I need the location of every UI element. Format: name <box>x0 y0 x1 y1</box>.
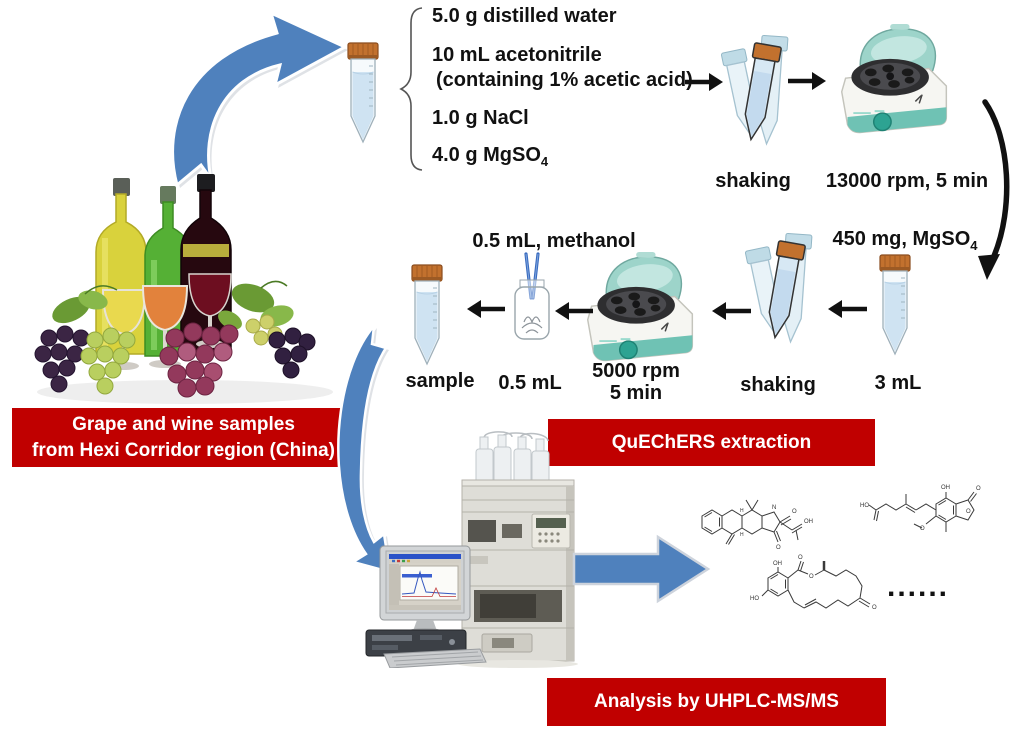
grape-leaves-icon <box>52 280 294 330</box>
shaking2-label: shaking <box>740 374 816 396</box>
red-grape-cluster-icon <box>159 322 239 398</box>
hplc-stack <box>458 479 578 668</box>
sample-tube-icon <box>411 264 443 366</box>
centrifuge2-label: 5000 rpm 5 min <box>580 360 692 404</box>
shaking-tubes-1-icon <box>720 34 789 146</box>
centrifuge-1-icon <box>840 23 948 134</box>
reagent-water: 5.0 g distilled water <box>432 5 617 27</box>
green-grape-cluster-icon <box>80 327 136 395</box>
chem-ho-label: HO <box>750 596 759 602</box>
arrow-right-to-centrifuge1-icon <box>788 72 826 90</box>
samples-banner-line2: from Hexi Corridor region (China) <box>32 439 335 461</box>
curved-arrow-down-icon <box>978 99 1010 280</box>
analysis-banner: Analysis by UHPLC-MS/MS <box>547 678 886 726</box>
methanol-label: 0.5 mL, methanol <box>472 230 636 252</box>
chem-o-label: O <box>920 526 925 532</box>
chem-o-label: O <box>976 486 981 492</box>
block-arrow-to-structures-icon <box>572 534 711 604</box>
mycotoxin-structures-icon: N O OH O H H HO OH O O O OH <box>701 485 981 611</box>
uhplc-instrument-icon <box>365 431 578 668</box>
chem-o-label: O <box>792 509 797 515</box>
solvent-bottles-icon <box>475 434 550 485</box>
quechers-banner: QuEChERS extraction <box>548 419 875 466</box>
keyboard-icon <box>383 648 487 668</box>
chem-o-label: O <box>872 605 877 611</box>
chem-ho-label: HO <box>860 503 869 509</box>
reagent-acetonitrile: 10 mL acetonitrile <box>432 44 602 66</box>
sample-label: sample <box>405 370 475 392</box>
samples-banner: Grape and wine samples from Hexi Corrido… <box>12 408 355 467</box>
centrifuge1-label: 13000 rpm, 5 min <box>825 170 989 192</box>
vial-label: 0.5 mL <box>498 372 562 394</box>
curved-arrow-grapes-to-tube-icon <box>171 10 349 188</box>
ellipsis-more-compounds: ...... <box>886 570 949 603</box>
arrow-right-to-shaking1-icon <box>685 73 723 91</box>
extraction-tube-icon <box>347 42 379 144</box>
chem-structure-b: HO OH O O O <box>860 485 981 532</box>
chem-o-label: O <box>776 545 781 551</box>
reagent-mgso4-subscript: 4 <box>540 154 549 169</box>
centrifuge2-time: 5 min <box>609 382 663 404</box>
chem-oh-label: OH <box>804 519 813 525</box>
reagent-mgso4: 4.0 g MgSO4 <box>432 143 548 174</box>
chem-oh-label: OH <box>941 485 950 491</box>
chem-h-label: H <box>740 508 744 514</box>
chem-o-label: O <box>809 574 814 580</box>
samples-banner-line1: Grape and wine samples <box>72 413 295 435</box>
centrifuge-2-icon <box>586 251 694 362</box>
reagent-nacl: 1.0 g NaCl <box>432 107 529 129</box>
chem-structure-a: N O OH O H H <box>701 499 813 551</box>
arrow-left-to-centrifuge2-icon <box>712 302 751 320</box>
computer-monitor-icon <box>379 545 471 636</box>
mgso4-450-label: 450 mg, MgSO4 <box>820 228 990 257</box>
chem-o-label: O <box>798 555 803 561</box>
arrow-left-to-vial-icon <box>555 302 593 320</box>
reagent-mgso4-text: 4.0 g MgSO <box>432 144 541 166</box>
tube-3ml-icon <box>879 254 911 356</box>
chem-structure-c: OH HO O O O <box>750 555 877 611</box>
dark-grape-cluster-icon <box>34 325 90 393</box>
mgso4-450-subscript: 4 <box>970 238 978 253</box>
far-right-dark-grape-cluster-icon <box>268 327 316 379</box>
shaking-tubes-2-icon <box>744 232 813 344</box>
arrow-left-to-shaking2-icon <box>828 300 867 318</box>
reagent-brace-icon <box>399 7 423 171</box>
chem-o-label: O <box>966 509 971 515</box>
arrow-left-to-sample-icon <box>467 300 505 318</box>
desktop-pc-icon <box>365 629 467 657</box>
chem-n-label: N <box>772 505 776 511</box>
reagent-acetonitrile-note: (containing 1% acetic acid) <box>436 69 693 91</box>
tube-3ml-label: 3 mL <box>874 372 922 394</box>
shaking1-label: shaking <box>715 170 791 192</box>
grape-and-wine-photo <box>34 174 333 404</box>
chem-h-label: H <box>740 532 744 538</box>
chem-oh-label: OH <box>773 561 782 567</box>
centrifuge2-rpm: 5000 rpm <box>592 360 680 382</box>
mgso4-450-text: 450 mg, MgSO <box>832 228 971 250</box>
vial-with-tweezers-icon <box>514 252 550 340</box>
